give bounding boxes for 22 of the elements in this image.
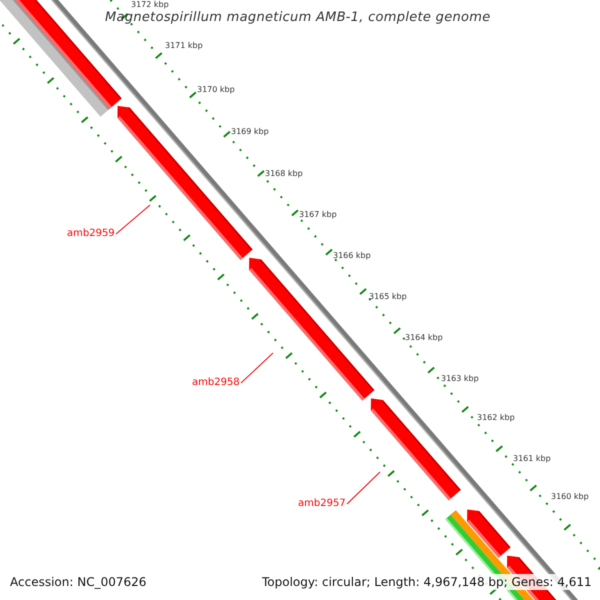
gene-label: amb2958	[192, 377, 240, 389]
leader-line	[116, 204, 150, 234]
tick-label: 3164 kbp	[405, 333, 443, 343]
tick-label: 3166 kbp	[333, 251, 371, 261]
tick-label: 3172 kbp	[131, 0, 169, 10]
tick-label: 3162 kbp	[477, 413, 515, 423]
gene-label: amb2957	[298, 498, 346, 510]
tick-label: 3165 kbp	[369, 292, 407, 302]
footer-text: Accession: NC_007626	[8, 574, 148, 590]
tick-label: 3163 kbp	[441, 374, 479, 384]
tick-label: 3161 kbp	[513, 454, 551, 464]
leader-line	[346, 472, 380, 504]
tick-label: 3171 kbp	[165, 41, 203, 51]
footer-text: Topology: circular; Length: 4,967,148 bp; Genes: 4,611	[260, 574, 594, 590]
tick-label: 3168 kbp	[265, 169, 303, 179]
gene-label: amb2959	[67, 228, 115, 240]
tick-label: 3169 kbp	[231, 127, 269, 137]
tick-label: 3167 kbp	[299, 210, 337, 220]
tick-label: 3160 kbp	[551, 492, 589, 502]
leader-line	[240, 352, 274, 384]
tick-label: 3170 kbp	[197, 85, 235, 95]
genome-title: Magnetospirillum magneticum AMB-1, complete genome	[105, 10, 491, 25]
